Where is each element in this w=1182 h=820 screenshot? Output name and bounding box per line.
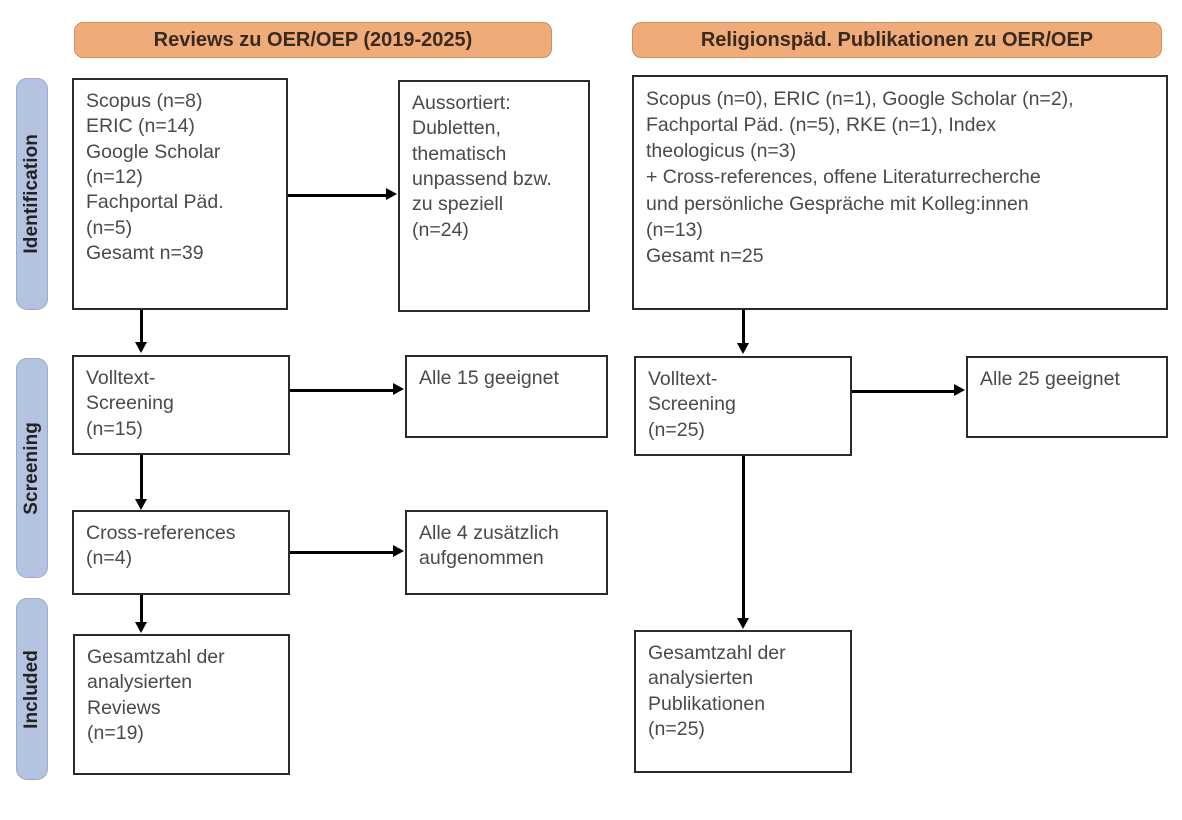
box-line: Cross-references <box>86 522 236 544</box>
box-line: Scopus (n=8) <box>86 90 203 112</box>
box-left-crossrefs: Cross-references (n=4) <box>72 510 290 595</box>
arrowhead-right-fulltext-to-result <box>954 384 965 396</box>
connector-left-crossrefs-to-included <box>140 595 143 624</box>
arrowhead-left-fulltext-to-crossrefs <box>135 499 147 510</box>
arrowhead-right-fulltext-to-included <box>737 618 749 629</box>
box-right-fulltext-result: Alle 25 geeignet <box>966 356 1168 438</box>
box-line: Gesamtzahl der <box>87 646 225 668</box>
box-line: (n=5) <box>86 216 133 239</box>
box-line: (n=4) <box>86 547 133 570</box>
box-line: (n=25) <box>648 718 705 741</box>
column-header-reviews-label: Reviews zu OER/OEP (2019-2025) <box>153 28 473 51</box>
connector-right-sources-to-fulltext <box>742 310 745 345</box>
connector-left-sources-to-excluded <box>288 194 388 197</box>
box-left-crossrefs-result: Alle 4 zusätzlich aufgenommen <box>405 510 608 595</box>
box-line: Gesamt n=39 <box>86 242 204 265</box>
box-line: Alle 4 zusätzlich <box>419 522 559 544</box>
arrowhead-left-sources-to-excluded <box>386 188 397 200</box>
box-line: (n=12) <box>86 166 143 189</box>
box-line: (n=25) <box>648 418 705 441</box>
box-line: analysierten <box>648 667 754 690</box>
box-line: (n=24) <box>412 218 469 241</box>
box-line: thematisch <box>412 142 507 165</box>
box-left-sources: Scopus (n=8) ERIC (n=14) Google Scholar … <box>72 78 288 310</box>
box-right-included-total: Gesamtzahl der analysierten Publikatione… <box>634 630 852 773</box>
box-line: Gesamtzahl der <box>648 642 786 664</box>
stage-pill-identification: Identification <box>16 78 48 310</box>
box-line: (n=19) <box>87 722 144 745</box>
connector-right-fulltext-to-included <box>742 456 745 620</box>
box-line: Google Scholar <box>86 140 221 163</box>
box-line: Publikationen <box>648 692 766 715</box>
arrowhead-left-crossrefs-to-included <box>135 622 147 633</box>
stage-label-included: Included <box>21 649 42 729</box>
box-left-included-total: Gesamtzahl der analysierten Reviews (n=1… <box>73 634 290 775</box>
box-line: Alle 25 geeignet <box>980 368 1120 390</box>
stage-label-screening: Screening <box>21 421 42 515</box>
arrowhead-left-fulltext-to-result <box>393 383 404 395</box>
box-line: Aussortiert: <box>412 92 511 114</box>
arrowhead-left-sources-to-fulltext <box>135 342 147 353</box>
connector-left-fulltext-to-result <box>290 389 395 392</box>
stage-pill-included: Included <box>16 598 48 780</box>
box-line: und persönliche Gespräche mit Kolleg:inn… <box>646 192 1029 215</box>
connector-left-fulltext-to-crossrefs <box>140 455 143 501</box>
box-line: (n=13) <box>646 218 703 241</box>
box-line: Fachportal Päd. <box>86 191 224 214</box>
box-right-sources: Scopus (n=0), ERIC (n=1), Google Scholar… <box>632 75 1168 310</box>
column-header-publications: Religionspäd. Publikationen zu OER/OEP <box>632 22 1162 58</box>
box-line: aufgenommen <box>419 547 544 570</box>
connector-right-fulltext-to-result <box>852 390 956 393</box>
box-line: Screening <box>86 392 174 415</box>
box-line: ERIC (n=14) <box>86 115 195 138</box>
box-line: Gesamt n=25 <box>646 244 764 267</box>
stage-label-identification: Identification <box>21 134 42 254</box>
box-line: analysierten <box>87 671 193 694</box>
box-line: Volltext- <box>86 367 156 389</box>
box-line: Scopus (n=0), ERIC (n=1), Google Scholar… <box>646 88 1074 110</box>
box-line: unpassend bzw. <box>412 168 552 191</box>
box-line: Alle 15 geeignet <box>419 367 559 389</box>
box-right-fulltext-screening: Volltext- Screening (n=25) <box>634 356 852 456</box>
connector-left-crossrefs-to-result <box>290 551 395 554</box>
box-line: + Cross-references, offene Literaturrech… <box>646 166 1041 189</box>
box-line: Screening <box>648 393 736 416</box>
column-header-publications-label: Religionspäd. Publikationen zu OER/OEP <box>700 28 1094 51</box>
box-line: (n=15) <box>86 417 143 440</box>
box-line: Fachportal Päd. (n=5), RKE (n=1), Index <box>646 114 997 137</box>
box-left-fulltext-result: Alle 15 geeignet <box>405 355 608 438</box>
column-header-reviews: Reviews zu OER/OEP (2019-2025) <box>74 22 552 58</box>
box-line: Dubletten, <box>412 117 501 140</box>
box-left-fulltext-screening: Volltext- Screening (n=15) <box>72 355 290 455</box>
stage-pill-screening: Screening <box>16 358 48 578</box>
box-line: Volltext- <box>648 368 718 390</box>
box-line: zu speziell <box>412 193 504 216</box>
arrowhead-right-sources-to-fulltext <box>737 343 749 354</box>
box-left-excluded: Aussortiert: Dubletten, thematisch unpas… <box>398 80 590 312</box>
box-line: Reviews <box>87 696 161 719</box>
box-line: theologicus (n=3) <box>646 140 797 163</box>
arrowhead-left-crossrefs-to-result <box>393 545 404 557</box>
connector-left-sources-to-fulltext <box>140 310 143 344</box>
